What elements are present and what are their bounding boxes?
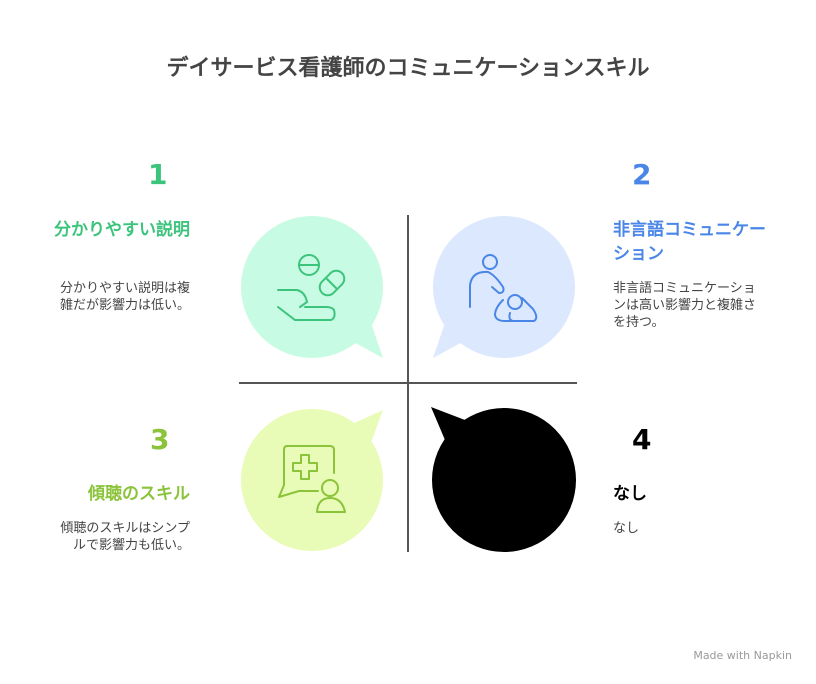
- quadrant-4-description: なし: [613, 521, 640, 536]
- quadrant-2-description: 非言語コミュニケーションは高い影響力と複雑さを持つ。: [613, 281, 757, 330]
- page-title: デイサービス看護師のコミュニケーションスキル: [166, 56, 650, 81]
- hand-with-pills-icon: [277, 254, 346, 321]
- quadrant-3-description: 傾聴のスキルはシンプルで影響力も低い。: [60, 521, 190, 553]
- quadrant-2-number: 2: [632, 158, 652, 191]
- bubble-1: [241, 216, 383, 358]
- medical-chat-person-icon: [278, 445, 346, 513]
- caregiver-with-patient-icon: [469, 254, 538, 322]
- quadrant-4-number: 4: [632, 423, 652, 456]
- quadrant-2-heading: 非言語コミュニケーション: [613, 220, 766, 264]
- quadrant-1-heading: 分かりやすい説明: [54, 220, 190, 240]
- bubble-4: [431, 407, 576, 552]
- bubble-3: [241, 409, 383, 551]
- quadrant-3-number: 3: [150, 423, 170, 456]
- quadrant-1-description: 分かりやすい説明は複雑だが影響力は低い。: [59, 281, 190, 313]
- quadrant-1-number: 1: [148, 158, 168, 191]
- made-with-napkin-footer: Made with Napkin: [693, 649, 792, 662]
- quadrant-4-heading: なし: [613, 484, 647, 504]
- quadrant-3-heading: 傾聴のスキル: [88, 484, 190, 504]
